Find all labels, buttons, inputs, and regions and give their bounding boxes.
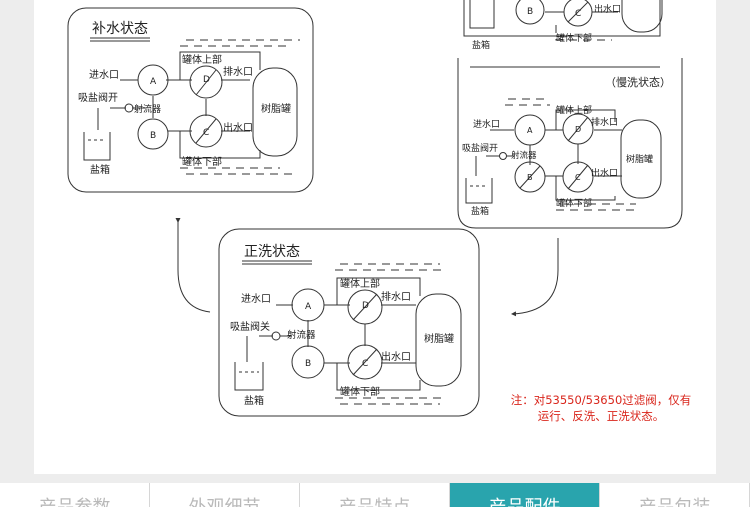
product-tabs: 产品参数 外观细节 产品特点 产品配件 产品包装 [0, 483, 750, 507]
valve-state-diagram: 补水状态 进水口 吸盐阀开 射流器 盐箱 罐体上部 罐体下部 排水口 出水口 树… [67, 0, 683, 417]
slow-rinse-brine-valve: 吸盐阀开 [462, 142, 498, 154]
slow-rinse-valve-b: B [527, 173, 533, 182]
refill-valve-c: C [203, 128, 209, 138]
top-right-valve-b: B [527, 7, 533, 17]
forward-wash-resin-tank: 树脂罐 [424, 332, 454, 345]
refill-brine-tank: 盐箱 [90, 163, 110, 176]
forward-wash-labels: 正洗状态 进水口 吸盐阀关 射流器 盐箱 罐体上部 罐体下部 排水口 出水口 树… [230, 244, 454, 407]
tab-label: 产品参数 [0, 493, 149, 507]
slow-rinse-title: （慢洗状态） [605, 75, 671, 89]
tab-appearance-details[interactable]: 外观细节 [150, 483, 300, 507]
forward-wash-drain: 排水口 [381, 290, 411, 303]
tab-label: 产品特点 [300, 493, 449, 507]
note-line-1: 注：对53550/53650过滤阀，仅有 [510, 393, 692, 407]
tab-label: 产品包装 [600, 493, 749, 507]
slow-rinse-state-box [457, 58, 683, 229]
refill-state-box [67, 7, 314, 193]
tab-label: 产品配件 [450, 493, 599, 507]
tab-label: 外观细节 [150, 493, 299, 507]
slow-rinse-resin-tank: 树脂罐 [626, 153, 653, 165]
forward-wash-ejector: 射流器 [287, 329, 316, 341]
forward-wash-valve-c: C [362, 359, 368, 369]
tab-product-features[interactable]: 产品特点 [300, 483, 450, 507]
slow-rinse-tank-bottom: 罐体下部 [556, 197, 592, 209]
refill-inlet: 进水口 [89, 69, 119, 81]
forward-wash-title: 正洗状态 [244, 244, 300, 260]
top-right-labels: 盐箱 出水口 罐体下部 B C [472, 3, 621, 51]
forward-wash-state-box [218, 228, 480, 417]
forward-wash-tank-top: 罐体上部 [340, 277, 380, 290]
refill-valve-b: B [150, 131, 156, 141]
top-right-outlet: 出水口 [594, 3, 621, 15]
top-right-brine-tank: 盐箱 [472, 39, 490, 51]
slow-rinse-drain: 排水口 [591, 116, 618, 128]
forward-wash-tank-bottom: 罐体下部 [340, 385, 380, 398]
slow-rinse-valve-d: D [575, 125, 581, 134]
tab-product-packaging[interactable]: 产品包装 [600, 483, 750, 507]
top-right-state-box [463, 0, 663, 41]
flow-arrow-right [511, 238, 559, 317]
note-line-2: 运行、反洗、正洗状态。 [537, 409, 665, 423]
slow-rinse-inlet: 进水口 [473, 118, 500, 130]
forward-wash-inlet: 进水口 [241, 293, 271, 305]
filter-valve-note: 注：对53550/53650过滤阀，仅有 运行、反洗、正洗状态。 [496, 392, 706, 424]
tab-product-params[interactable]: 产品参数 [0, 483, 150, 507]
forward-wash-outlet: 出水口 [381, 350, 411, 363]
flow-arrow-left [175, 218, 211, 313]
top-right-valve-c: C [575, 9, 581, 19]
forward-wash-brine-tank: 盐箱 [244, 394, 264, 407]
tab-product-accessories[interactable]: 产品配件 [450, 483, 600, 507]
slow-rinse-brine-tank: 盐箱 [471, 205, 489, 217]
forward-wash-valve-d: D [362, 301, 369, 311]
refill-valve-a: A [150, 77, 157, 87]
refill-resin-tank: 树脂罐 [261, 102, 291, 115]
slow-rinse-valve-c: C [575, 173, 581, 182]
refill-brine-valve: 吸盐阀开 [78, 91, 118, 104]
slow-rinse-tank-top: 罐体上部 [556, 104, 592, 116]
slow-rinse-outlet: 出水口 [591, 167, 618, 179]
refill-title: 补水状态 [92, 21, 148, 37]
slow-rinse-labels: （慢洗状态） 进水口 吸盐阀开 射流器 盐箱 罐体上部 罐体下部 排水口 出水口… [462, 75, 671, 217]
refill-ejector: 射流器 [134, 103, 161, 115]
slow-rinse-valve-a: A [527, 126, 533, 135]
content-panel [34, 0, 716, 474]
refill-outlet: 出水口 [223, 121, 253, 134]
forward-wash-valve-a: A [305, 302, 312, 312]
refill-tank-bottom: 罐体下部 [182, 155, 222, 168]
top-right-tank-bottom: 罐体下部 [556, 32, 592, 44]
slow-rinse-ejector: 射流器 [511, 150, 537, 161]
refill-state-labels: 补水状态 进水口 吸盐阀开 射流器 盐箱 罐体上部 罐体下部 排水口 出水口 树… [78, 21, 291, 176]
refill-valve-d: D [203, 75, 210, 85]
forward-wash-valve-b: B [305, 359, 311, 369]
refill-drain: 排水口 [223, 65, 253, 78]
forward-wash-brine-valve: 吸盐阀关 [230, 320, 270, 333]
refill-tank-top: 罐体上部 [182, 53, 222, 66]
